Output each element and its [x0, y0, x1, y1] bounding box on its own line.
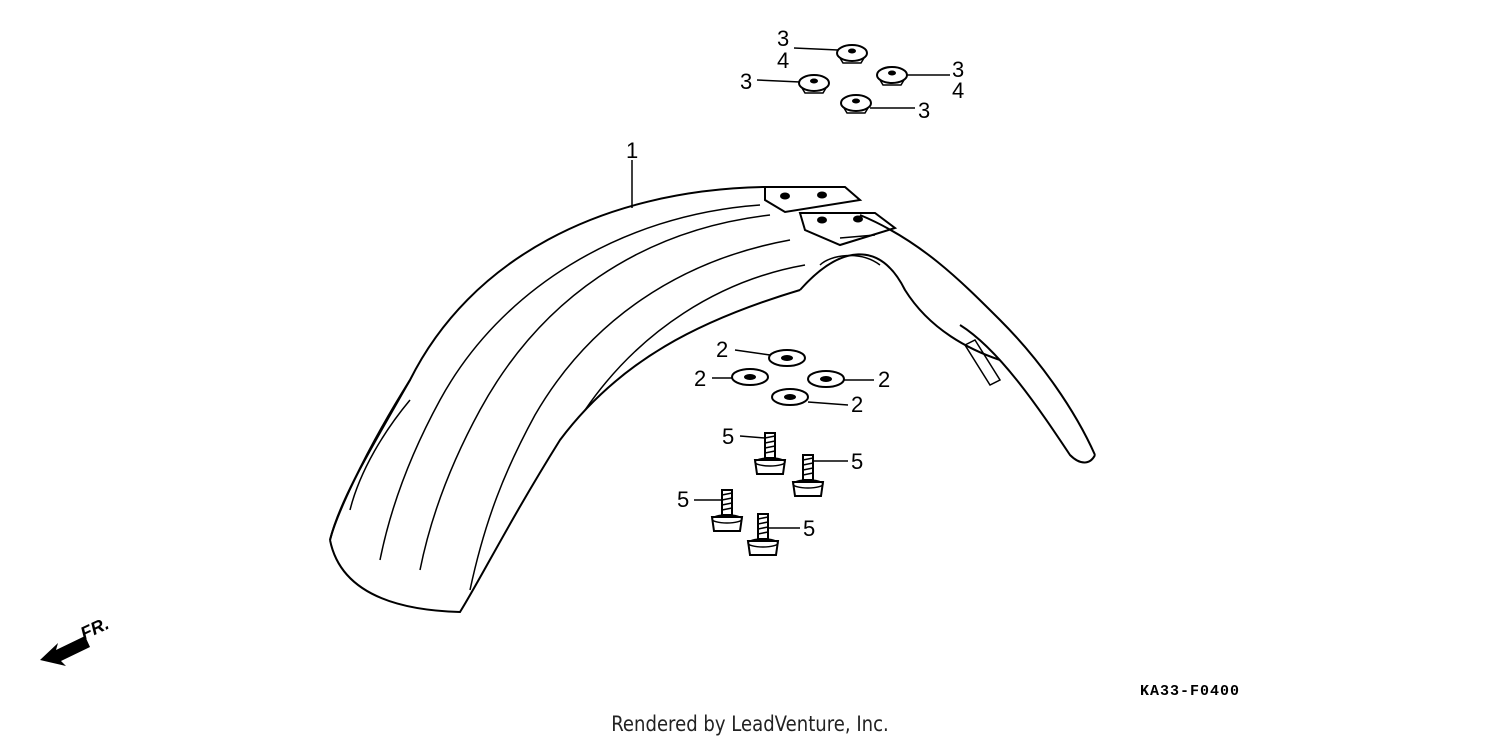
washer — [807, 370, 845, 388]
bolt — [746, 513, 780, 556]
callout-5: 5 — [677, 487, 689, 512]
callout-2: 2 — [851, 392, 863, 417]
callout-1: 1 — [626, 138, 638, 163]
callout-4: 4 — [952, 78, 964, 103]
callout-2: 2 — [716, 337, 728, 362]
bolt-group[interactable] — [710, 432, 825, 556]
callout-4: 4 — [777, 48, 789, 73]
drawing-code: KA33-F0400 — [1140, 683, 1240, 700]
footer-credit: Rendered by LeadVenture, Inc. — [611, 712, 889, 736]
bolt — [791, 454, 825, 497]
bolt — [753, 432, 787, 475]
leader-lines — [631, 47, 950, 529]
washer — [731, 368, 769, 386]
callout-2: 2 — [878, 367, 890, 392]
grommet-group-top[interactable] — [798, 44, 908, 114]
callout-3: 3 — [740, 69, 752, 94]
washer-group[interactable] — [731, 349, 845, 406]
grommet — [798, 74, 830, 94]
callout-5: 5 — [851, 449, 863, 474]
front-fender[interactable] — [329, 186, 1096, 614]
grommet — [840, 94, 872, 114]
front-direction-arrow-icon — [40, 636, 90, 666]
callout-3: 3 — [918, 98, 930, 123]
callout-3: 3 — [777, 26, 789, 51]
grommet — [836, 44, 868, 64]
callout-2: 2 — [694, 366, 706, 391]
washer — [771, 388, 809, 406]
callout-5: 5 — [722, 424, 734, 449]
callout-5: 5 — [803, 516, 815, 541]
bolt — [710, 489, 744, 532]
callout-3: 3 — [952, 57, 964, 82]
grommet — [876, 66, 908, 86]
washer — [768, 349, 806, 367]
